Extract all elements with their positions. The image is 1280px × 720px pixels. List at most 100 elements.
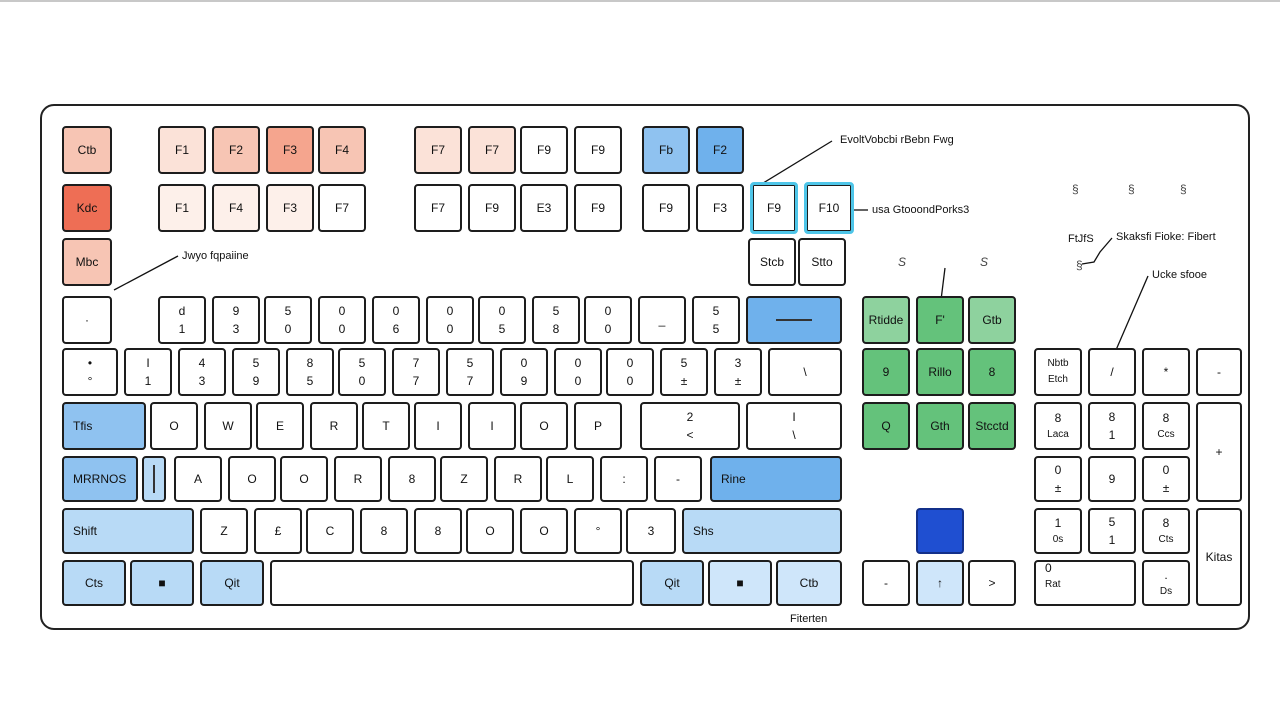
key-f-row2-7[interactable]: E3 <box>520 184 568 232</box>
key-f-row2-3[interactable]: F3 <box>266 184 314 232</box>
key-numpad-plus[interactable]: + <box>1196 402 1242 502</box>
key-a-1[interactable]: A <box>174 456 222 502</box>
key-z-7[interactable]: O <box>520 508 568 554</box>
key-shift-left[interactable]: Shift <box>62 508 194 554</box>
key-f-row2-9[interactable]: F9 <box>642 184 690 232</box>
key-q-8[interactable]: O <box>520 402 568 450</box>
key-z-1[interactable]: Z <box>200 508 248 554</box>
key-z-2[interactable]: £ <box>254 508 302 554</box>
key-f-row1-2[interactable]: F2 <box>212 126 260 174</box>
key-win-right[interactable]: ■ <box>708 560 772 606</box>
key-a-10[interactable]: - <box>654 456 702 502</box>
key-row2-1[interactable]: •° <box>62 348 118 396</box>
key-caps[interactable]: MRRNOS <box>62 456 138 502</box>
key-z-8[interactable]: ° <box>574 508 622 554</box>
key-nav-2[interactable]: F' <box>916 296 964 344</box>
key-alt-right[interactable]: Qit <box>640 560 704 606</box>
key-f-row1-8[interactable]: F9 <box>574 126 622 174</box>
key-a-2[interactable]: O <box>228 456 276 502</box>
key-f-row2-2[interactable]: F4 <box>212 184 260 232</box>
key-z-9[interactable]: 3 <box>626 508 676 554</box>
key-arrow-right[interactable]: > <box>968 560 1016 606</box>
key-arrow-left[interactable]: - <box>862 560 910 606</box>
key-tilde[interactable]: · <box>62 296 112 344</box>
key-q-7[interactable]: I <box>468 402 516 450</box>
key-f-row2-5[interactable]: F7 <box>414 184 462 232</box>
key-q-4[interactable]: R <box>310 402 358 450</box>
key-f9-highlighted[interactable]: F9 <box>750 182 798 234</box>
key-a-4[interactable]: R <box>334 456 382 502</box>
key-f-row1-9[interactable]: Fb <box>642 126 690 174</box>
key-f10-highlighted[interactable]: F10 <box>804 182 854 234</box>
key-f-row2-10[interactable]: F3 <box>696 184 744 232</box>
key-q-3[interactable]: E <box>256 402 304 450</box>
key-kc[interactable]: Kdc <box>62 184 112 232</box>
key-nav-3[interactable]: Gtb <box>968 296 1016 344</box>
key-numpad-enter[interactable]: Kitas <box>1196 508 1242 606</box>
key-space[interactable] <box>270 560 634 606</box>
key-f-row2-8[interactable]: F9 <box>574 184 622 232</box>
key-nav-1[interactable]: Rtidde <box>862 296 910 344</box>
key-numpad-dot[interactable]: .Ds <box>1142 560 1190 606</box>
key-caps-extra[interactable] <box>142 456 166 502</box>
key-f-row1-4[interactable]: F4 <box>318 126 366 174</box>
key-f-row1-1[interactable]: F1 <box>158 126 206 174</box>
key-nav-9[interactable]: Stcctd <box>968 402 1016 450</box>
key-ctrl-left[interactable]: Cts <box>62 560 126 606</box>
key-nav-top-2[interactable]: Stto <box>798 238 846 286</box>
key-numpad-5[interactable]: 9 <box>1088 456 1136 502</box>
key-win-left[interactable]: ■ <box>130 560 194 606</box>
key-num-minus[interactable]: _ <box>638 296 686 344</box>
key-a-6[interactable]: Z <box>440 456 488 502</box>
key-q-6[interactable]: I <box>414 402 462 450</box>
key-arrow-up[interactable] <box>916 508 964 554</box>
key-alt-left[interactable]: Qit <box>200 560 264 606</box>
key-q-9[interactable]: P <box>574 402 622 450</box>
key-q-10[interactable]: 2< <box>640 402 740 450</box>
key-backslash[interactable]: \ <box>768 348 842 396</box>
key-nav-top-1[interactable]: Stcb <box>748 238 796 286</box>
key-q-5[interactable]: T <box>362 402 410 450</box>
key-arrow-down[interactable]: ↑ <box>916 560 964 606</box>
key-enter[interactable]: Rine <box>710 456 842 502</box>
key-a-8[interactable]: L <box>546 456 594 502</box>
key-ctrl-right[interactable]: Ctb <box>776 560 842 606</box>
key-shift-right[interactable]: Shs <box>682 508 842 554</box>
key-row2-13[interactable]: 3± <box>714 348 762 396</box>
key-row2-12[interactable]: 5± <box>660 348 708 396</box>
key-nav-6[interactable]: 8 <box>968 348 1016 396</box>
key-z-4[interactable]: 8 <box>360 508 408 554</box>
key-z-5[interactable]: 8 <box>414 508 462 554</box>
key-numpad-multiply[interactable]: * <box>1142 348 1190 396</box>
key-nav-7[interactable]: Q <box>862 402 910 450</box>
key-a-9[interactable]: : <box>600 456 648 502</box>
key-z-3[interactable]: C <box>306 508 354 554</box>
key-nav-4[interactable]: 9 <box>862 348 910 396</box>
key-f-row1-7[interactable]: F9 <box>520 126 568 174</box>
key-q-1[interactable]: O <box>150 402 198 450</box>
key-a-7[interactable]: R <box>494 456 542 502</box>
key-f-row2-4[interactable]: F7 <box>318 184 366 232</box>
key-a-3[interactable]: O <box>280 456 328 502</box>
key-tab[interactable]: Tfis <box>62 402 146 450</box>
